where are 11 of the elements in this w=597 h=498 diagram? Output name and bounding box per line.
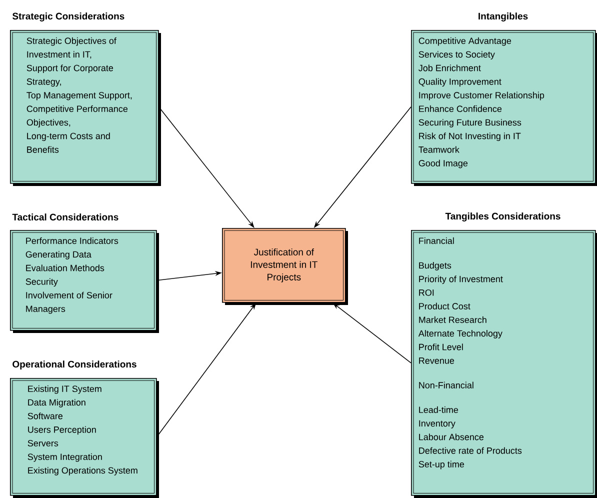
node-label: Strategic Considerations [12,12,124,22]
list-box: Tangibles Considerations Financial Budgets Priority of Investment ROI Product Cost Market Research Alternate Technology Profit Level Revenue Non-Financial Lead-time Inventory Labour Absence Defective rate of Products Set-up time [411,212,597,498]
list-box: Operational Considerations Existing IT System Data Migration Software Users Perception Servers System Integration Existing Operations System [10,360,159,498]
node-label: Operational Considerations [12,360,136,370]
list-box: Intangibles Competitive Advantage Services to Society Job Enrichment Quality Improvement Improve Customer Relationship Enhance Confidence Securing Future Business Risk of Not Investing in IT Teamwork Good Image [411,12,597,186]
node-label: Intangibles [478,12,528,22]
list-box: Strategic Considerations Strategic Objectives of Investment in IT, Support for Corporate Strategy, Top Management Support, Competitive Performance Objectives, Long-term Costs and Benefits [10,12,161,186]
result-box: Justification of Investment in IT Projects [222,228,348,305]
list-box: Tactical Considerations Performance Indicators Generating Data Evaluation Methods Security Involvement of Senior Managers [10,214,159,333]
node-label: Tangibles Considerations [445,212,560,222]
node-label: Tactical Considerations [12,214,118,220]
